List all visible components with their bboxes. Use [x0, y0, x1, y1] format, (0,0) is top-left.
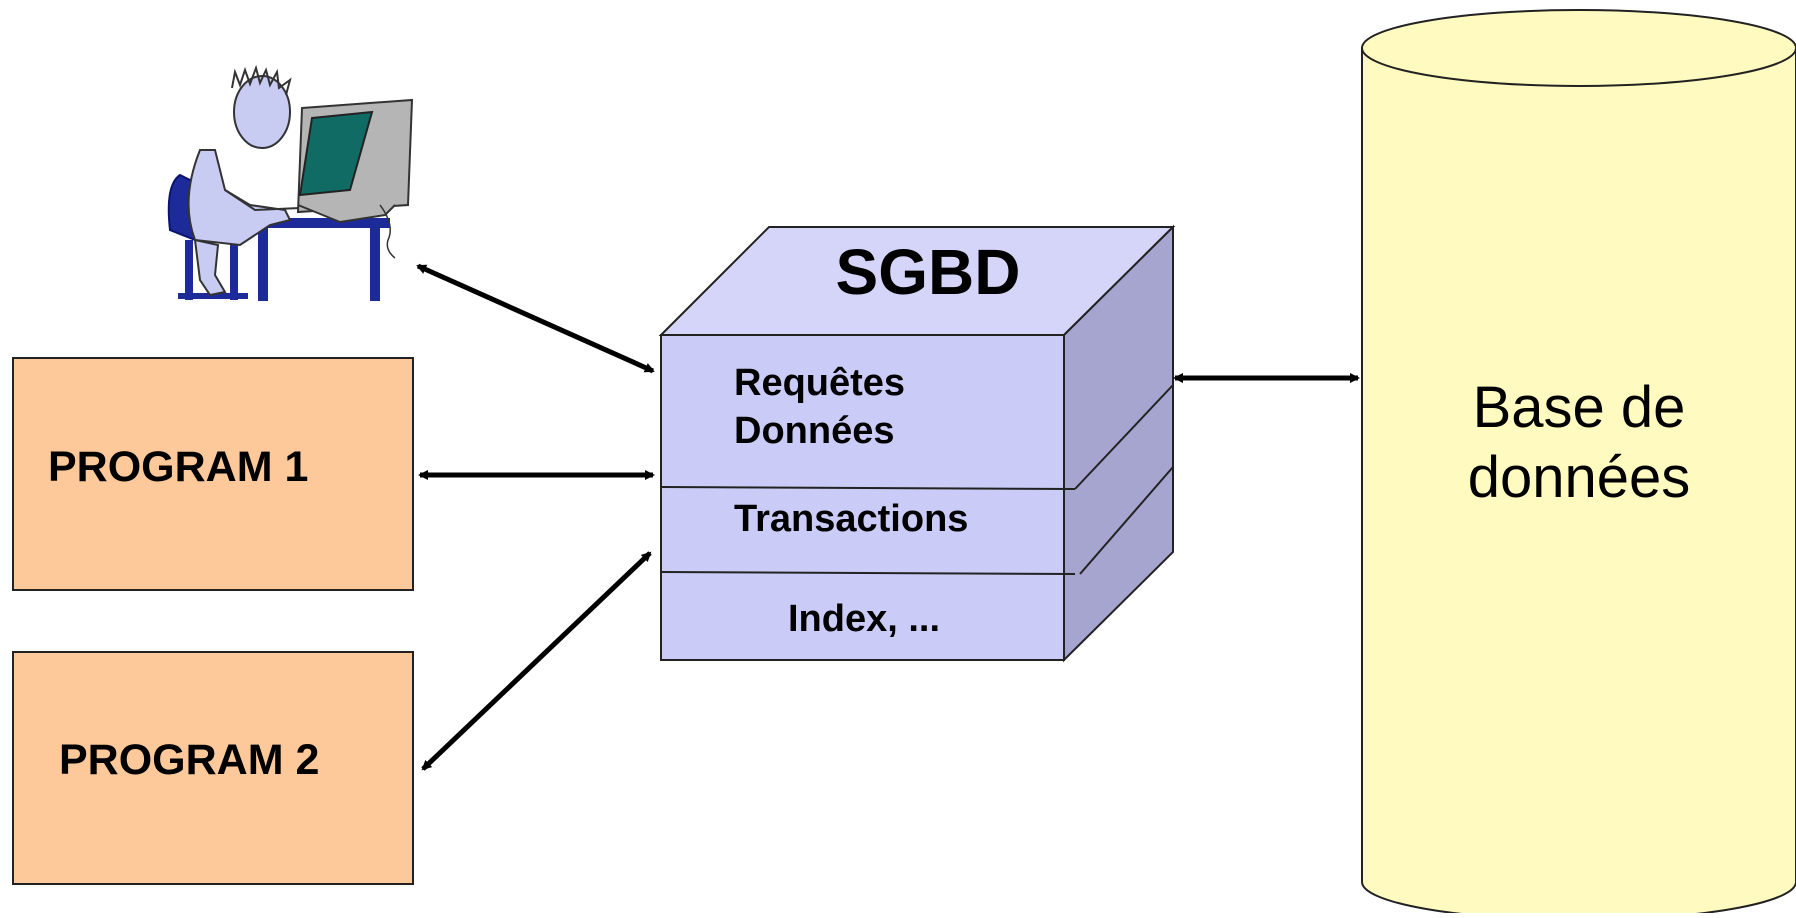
dbms-layer-queries-line2: Données: [734, 410, 894, 452]
program-1-label: PROGRAM 1: [48, 443, 308, 491]
dbms-layer-index: Index, ...: [788, 598, 940, 640]
arrow-program2-dbms: [421, 551, 652, 771]
program-2-box: PROGRAM 2: [12, 651, 414, 885]
arrow-user-dbms: [416, 263, 655, 374]
database-label-line2: données: [1468, 445, 1691, 510]
database-cylinder: Base de données: [1361, 9, 1796, 918]
dbms-layer-queries-line1: Requêtes: [734, 362, 905, 404]
person-at-computer-icon: [167, 64, 414, 301]
dbms-cube: SGBD Requêtes Données Transactions Index…: [658, 224, 1176, 663]
connection-arrows: [416, 263, 1360, 771]
program-2-label: PROGRAM 2: [59, 736, 319, 784]
dbms-layer-transactions: Transactions: [734, 498, 968, 540]
database-label-line1: Base de: [1473, 375, 1686, 440]
dbms-title: SGBD: [836, 236, 1021, 308]
program-1-box: PROGRAM 1: [12, 357, 414, 591]
